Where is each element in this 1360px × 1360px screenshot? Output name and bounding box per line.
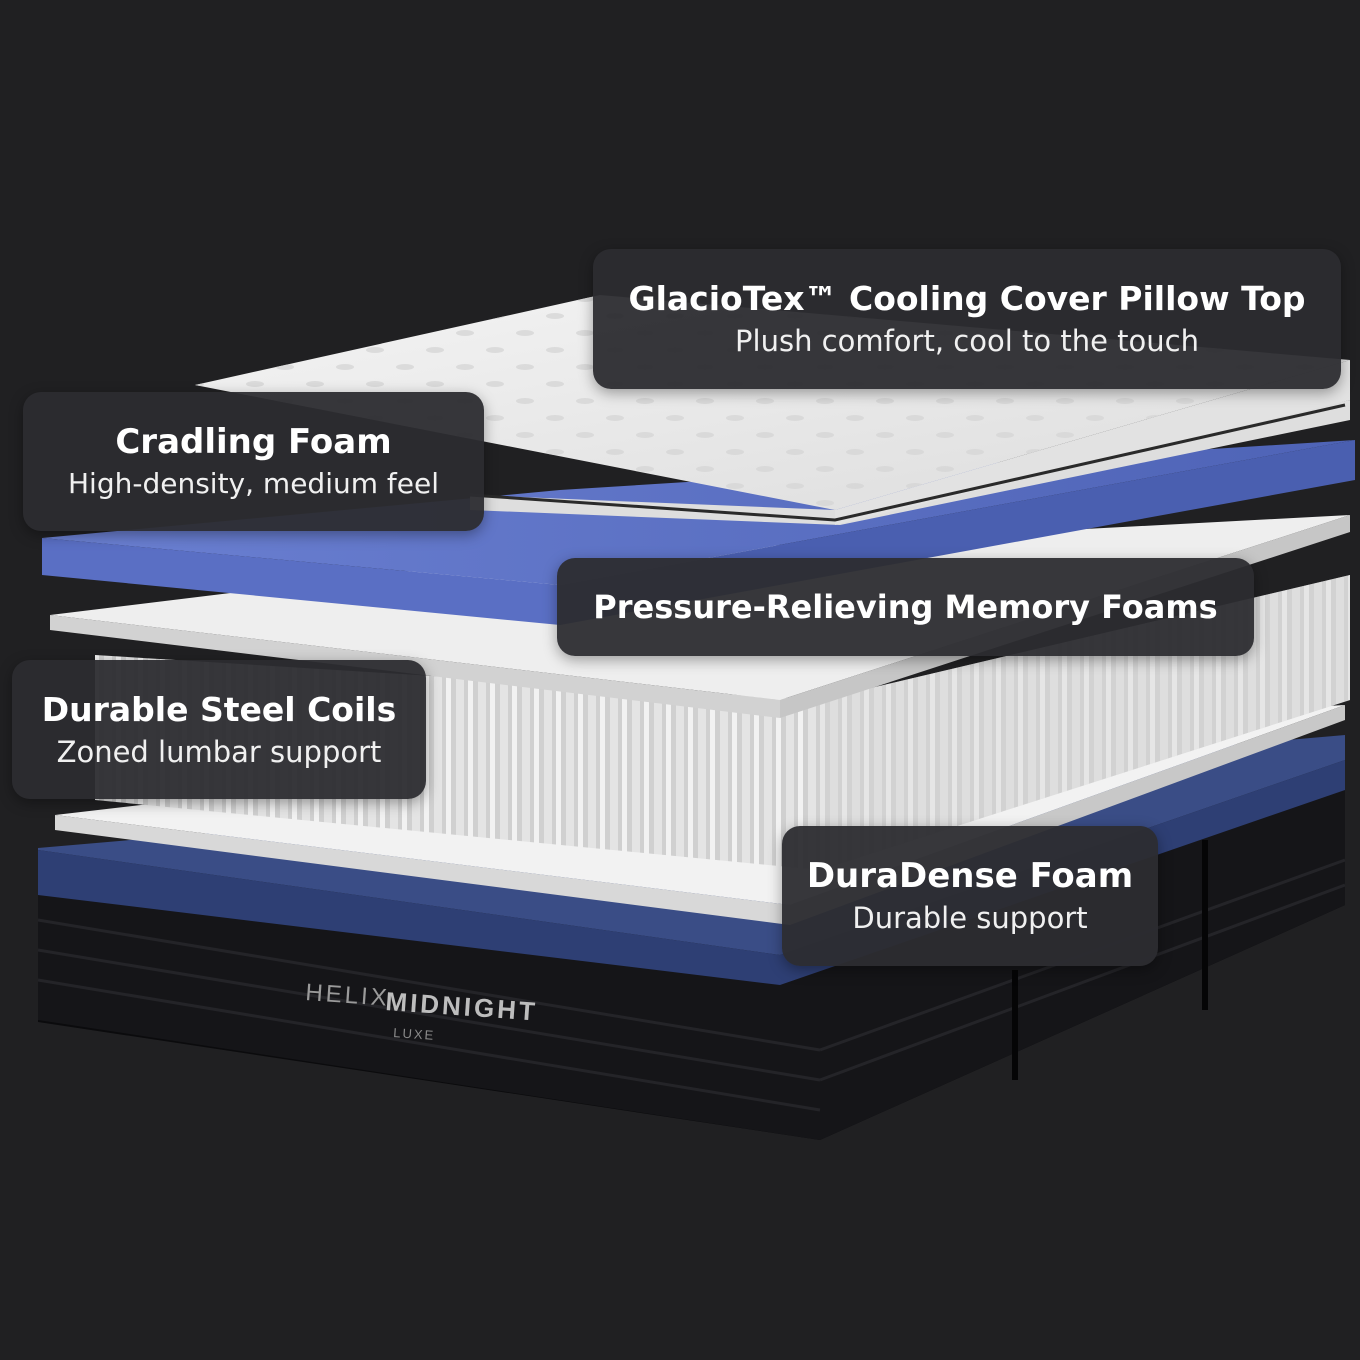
cover-title: GlacioTex™ Cooling Cover Pillow Top [628, 279, 1306, 318]
brand-label: HELIX [305, 979, 391, 1012]
duradense-foam-subtitle: Durable support [852, 901, 1088, 935]
memory-foam-title: Pressure-Relieving Memory Foams [593, 588, 1218, 626]
cradling-foam-subtitle: High-density, medium feel [68, 466, 439, 500]
cradling-foam-callout: Cradling Foam High-density, medium feel [23, 392, 484, 531]
cover-subtitle: Plush comfort, cool to the touch [735, 324, 1199, 358]
duradense-foam-callout: DuraDense Foam Durable support [782, 826, 1158, 966]
edition-label: LUXE [393, 1025, 436, 1043]
duradense-foam-title: DuraDense Foam [806, 856, 1134, 896]
steel-coils-subtitle: Zoned lumbar support [56, 734, 382, 769]
steel-coils-title: Durable Steel Coils [41, 689, 397, 729]
steel-coils-callout: Durable Steel Coils Zoned lumbar support [12, 660, 426, 799]
memory-foam-callout: Pressure-Relieving Memory Foams [557, 558, 1254, 656]
cradling-foam-title: Cradling Foam [115, 421, 392, 462]
cover-callout: GlacioTex™ Cooling Cover Pillow Top Plus… [593, 249, 1341, 389]
